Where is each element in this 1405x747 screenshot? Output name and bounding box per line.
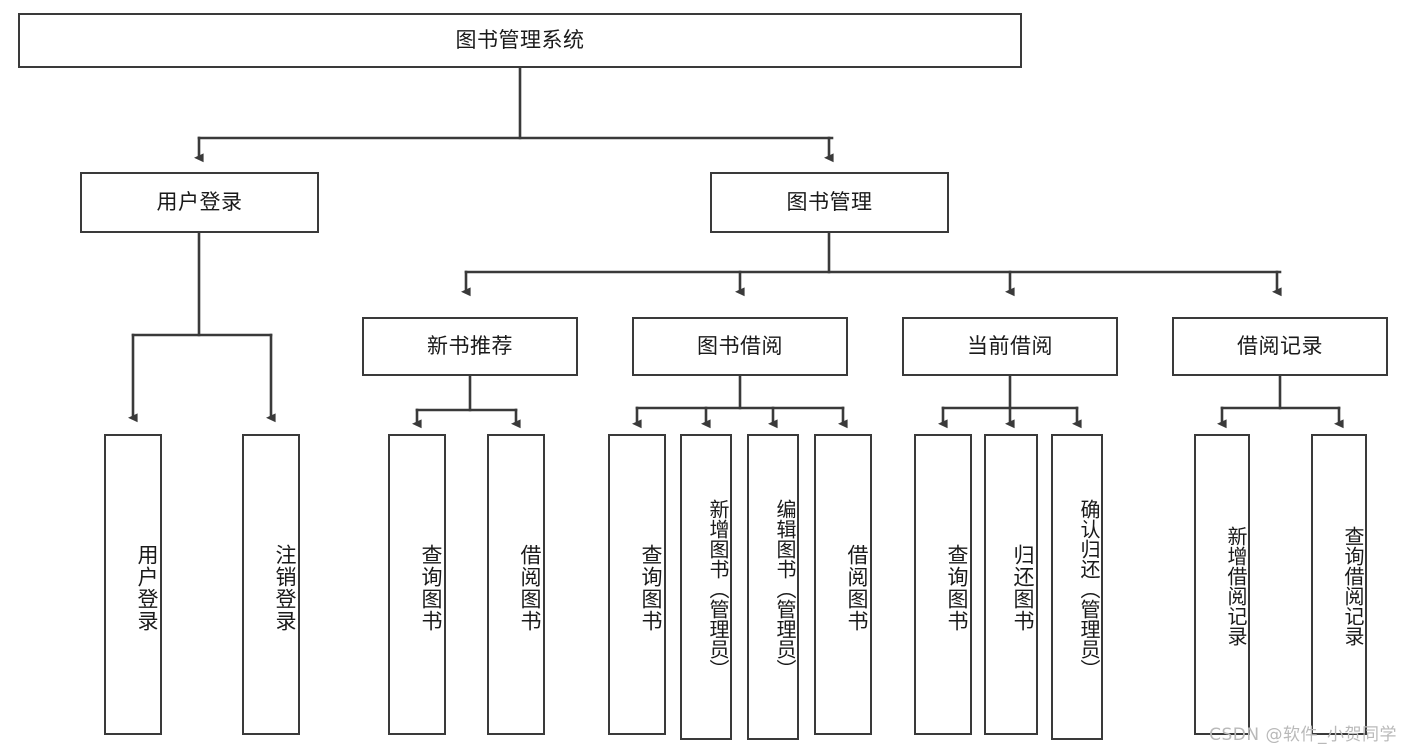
node-label: 查询借阅记录 xyxy=(1341,526,1365,646)
node-label: 注销登录 xyxy=(273,543,297,632)
leaf-current-borrow-return[interactable]: 归还图书 xyxy=(984,434,1038,735)
leaf-book-borrow-borrow[interactable]: 借阅图书 xyxy=(814,434,872,735)
node-user-login[interactable]: 用户登录 xyxy=(80,172,319,233)
node-label: 当前借阅 xyxy=(967,333,1053,358)
node-label: 图书借阅 xyxy=(697,333,783,358)
leaf-new-book-query[interactable]: 查询图书 xyxy=(388,434,446,735)
leaf-new-book-borrow[interactable]: 借阅图书 xyxy=(487,434,545,735)
node-label: 借阅图书 xyxy=(518,543,542,632)
node-borrow-record[interactable]: 借阅记录 xyxy=(1172,317,1388,376)
node-label: 查询图书 xyxy=(945,543,969,632)
node-label: 借阅图书 xyxy=(845,543,869,632)
leaf-user-login-signin[interactable]: 用户登录 xyxy=(104,434,162,735)
watermark: CSDN @软件_小贺同学 xyxy=(1209,725,1397,745)
node-label: 新书推荐 xyxy=(427,333,513,358)
leaf-borrow-record-add[interactable]: 新增借阅记录 xyxy=(1194,434,1250,735)
node-book-management[interactable]: 图书管理 xyxy=(710,172,949,233)
leaf-user-login-signout[interactable]: 注销登录 xyxy=(242,434,300,735)
node-label: 图书管理系统 xyxy=(455,27,585,52)
leaf-book-borrow-edit-admin[interactable]: 编辑图书（管理员） xyxy=(747,434,799,740)
node-label: 编辑图书（管理员） xyxy=(773,498,797,679)
leaf-borrow-record-query[interactable]: 查询借阅记录 xyxy=(1311,434,1367,735)
node-label: 用户登录 xyxy=(156,189,243,214)
leaf-current-borrow-query[interactable]: 查询图书 xyxy=(914,434,972,735)
node-label: 确认归还（管理员） xyxy=(1077,498,1101,679)
leaf-book-borrow-add-admin[interactable]: 新增图书（管理员） xyxy=(680,434,732,740)
node-new-book-recommend[interactable]: 新书推荐 xyxy=(362,317,578,376)
node-label: 查询图书 xyxy=(639,543,663,632)
leaf-current-borrow-confirm-admin[interactable]: 确认归还（管理员） xyxy=(1051,434,1103,740)
node-label: 新增图书（管理员） xyxy=(706,498,730,679)
node-label: 借阅记录 xyxy=(1237,333,1323,358)
node-root-book-management-system[interactable]: 图书管理系统 xyxy=(18,13,1022,68)
node-label: 图书管理 xyxy=(786,189,873,214)
node-label: 归还图书 xyxy=(1011,543,1035,632)
node-current-borrow[interactable]: 当前借阅 xyxy=(902,317,1118,376)
leaf-book-borrow-query[interactable]: 查询图书 xyxy=(608,434,666,735)
node-label: 查询图书 xyxy=(419,543,443,632)
node-book-borrow[interactable]: 图书借阅 xyxy=(632,317,848,376)
node-label: 新增借阅记录 xyxy=(1224,526,1248,646)
node-label: 用户登录 xyxy=(135,543,159,632)
